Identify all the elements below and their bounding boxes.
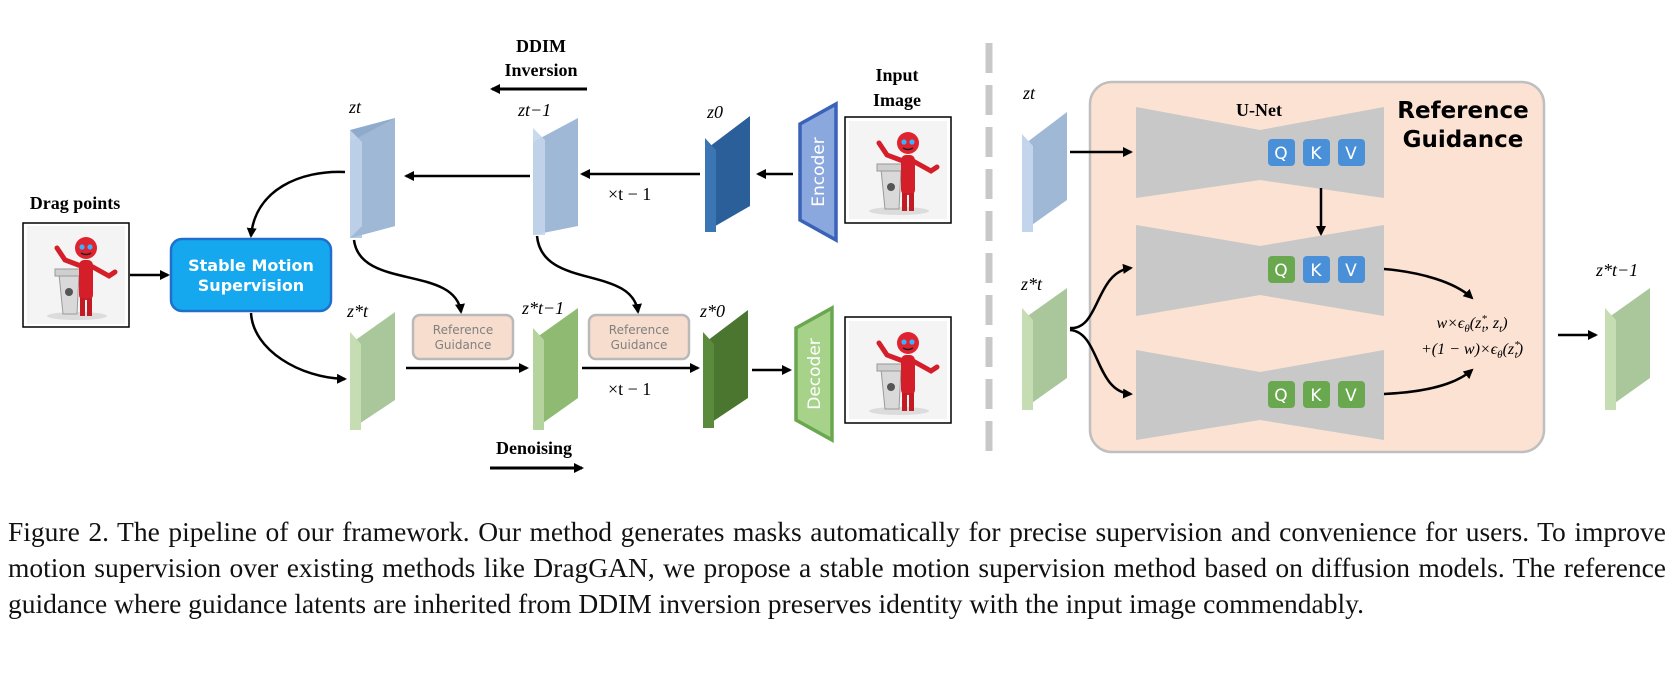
formula-line1: w×ϵθ(z*t, zt) — [1436, 313, 1507, 335]
k-label-2: K — [1310, 261, 1322, 281]
arrow-unet2-to-formula — [1383, 267, 1474, 300]
v-label-2: V — [1345, 261, 1357, 281]
stable-motion-supervision-box: Stable Motion Supervision — [169, 237, 333, 313]
unet-block-2: Q K V — [1136, 225, 1384, 316]
ref-guidance-2-line2: Guidance — [611, 338, 668, 352]
q-label-1: Q — [1274, 144, 1287, 164]
unet-label: U-Net — [1236, 100, 1282, 120]
arrow-zt-to-ref1 — [352, 239, 465, 314]
input-image-label-1: Input — [875, 65, 918, 85]
drag-points-image — [22, 222, 130, 328]
encoder-label: Encoder — [809, 137, 829, 207]
label-times-t-minus-1-top: ×t − 1 — [608, 184, 651, 204]
label-z-t-right: zt — [1022, 83, 1036, 103]
ref-guidance-1-line1: Reference — [433, 323, 493, 337]
latent-z-0 — [705, 116, 750, 232]
reference-guidance-box-2: Reference Guidance — [587, 313, 691, 361]
figure-caption: Figure 2. The pipeline of our framework.… — [8, 516, 1666, 619]
q-label-2: Q — [1274, 261, 1287, 281]
denoising-label: Denoising — [496, 438, 572, 458]
arrow-ztstar-to-unet2 — [1069, 263, 1133, 330]
ddim-label-2: Inversion — [504, 60, 577, 80]
panel-title-line1: Reference — [1397, 98, 1528, 124]
k-label-1: K — [1310, 144, 1322, 164]
label-z-0: z0 — [706, 102, 723, 122]
label-z-t-minus-1: zt−1 — [517, 100, 551, 120]
q-label-3: Q — [1274, 386, 1287, 406]
label-z-t-star-right: z*t — [1020, 274, 1043, 294]
latent-z-t-minus-1-star — [533, 308, 578, 430]
v-label-3: V — [1345, 386, 1357, 406]
reference-guidance-box-1: Reference Guidance — [411, 313, 515, 361]
label-z-0-star: z*0 — [699, 301, 725, 321]
label-times-t-minus-1-bottom: ×t − 1 — [608, 379, 651, 399]
latent-z-t-star-right — [1022, 288, 1067, 410]
decoder-block: Decoder — [794, 305, 834, 443]
arrow-ztstar-to-unet3 — [1069, 328, 1133, 399]
k-label-3: K — [1310, 386, 1322, 406]
stable-motion-line2: Supervision — [198, 276, 304, 295]
input-image — [844, 116, 952, 224]
ddim-label-1: DDIM — [516, 36, 566, 56]
encoder-block: Encoder — [798, 101, 838, 243]
input-image-label-2: Image — [873, 90, 921, 110]
unet-block-1: Q K V — [1136, 107, 1384, 198]
arrow-zt-to-sms — [246, 170, 346, 238]
arrow-sms-to-zt-star — [249, 312, 347, 384]
ref-guidance-2-line1: Reference — [609, 323, 669, 337]
label-z-t-minus-1-star: z*t−1 — [521, 298, 564, 318]
decoder-label: Decoder — [805, 338, 825, 410]
label-z-t-star: z*t — [346, 301, 369, 321]
unet-block-3: Q K V — [1136, 350, 1384, 440]
latent-z-t-minus-1 — [533, 118, 578, 235]
output-image — [844, 316, 952, 424]
latent-z-t — [350, 118, 395, 238]
latent-z-t-right — [1022, 112, 1067, 232]
stable-motion-line1: Stable Motion — [188, 256, 314, 275]
latent-z-t-star — [350, 312, 395, 430]
ref-guidance-1-line2: Guidance — [435, 338, 492, 352]
label-z-t-minus-1-star-right: z*t−1 — [1595, 260, 1638, 280]
formula-line2: +(1 − w)×ϵθ(z*t) — [1421, 339, 1523, 361]
drag-points-label: Drag points — [30, 193, 121, 213]
panel-title-line2: Guidance — [1403, 127, 1524, 153]
arrow-unet3-to-formula — [1383, 368, 1474, 396]
reference-guidance-panel: Reference Guidance U-Net Q K V Q K V — [1088, 80, 1546, 454]
latent-z-0-star — [703, 310, 748, 428]
arrow-zt1-to-ref2 — [535, 235, 642, 314]
latent-z-t-minus-1-star-right — [1605, 288, 1650, 410]
v-label-1: V — [1345, 144, 1357, 164]
label-z-t: zt — [348, 97, 362, 117]
